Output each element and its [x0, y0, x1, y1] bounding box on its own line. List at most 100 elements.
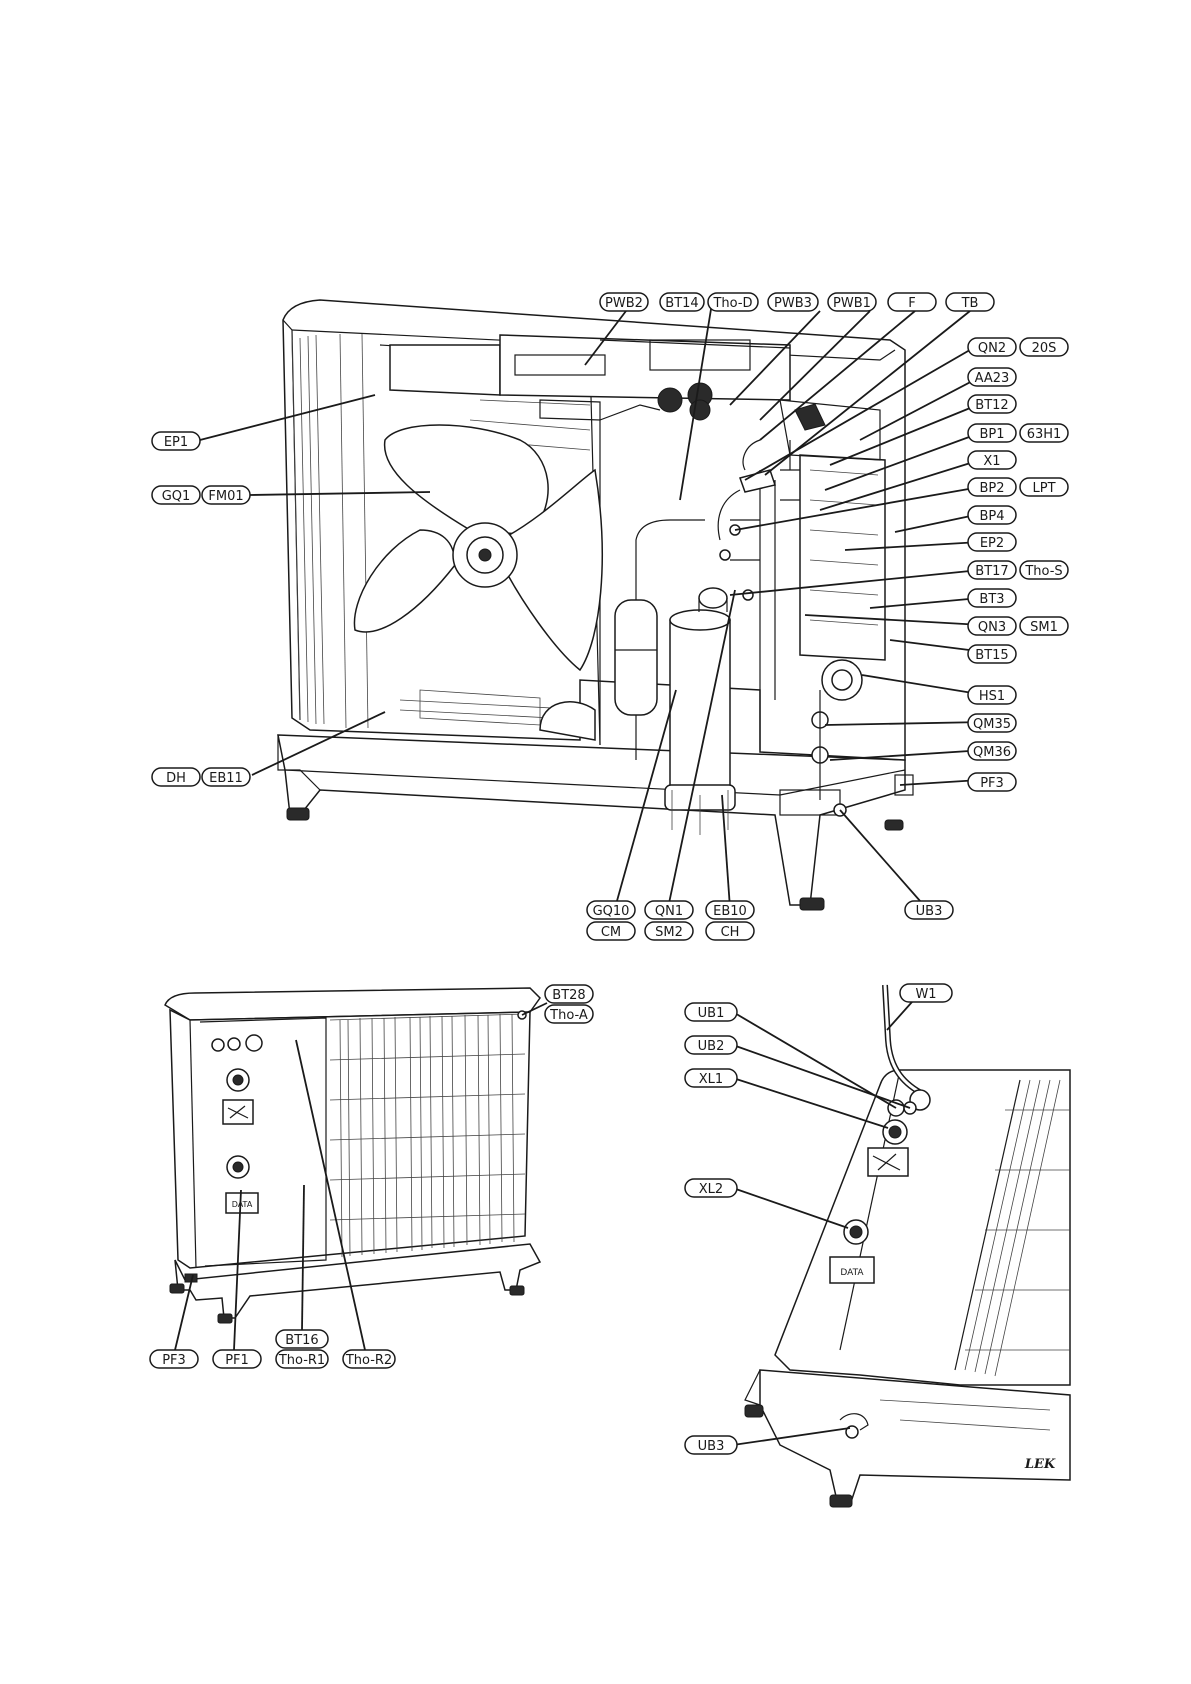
compressor [665, 588, 735, 835]
label-fm01: FM01 [202, 486, 250, 504]
svg-text:BT16: BT16 [285, 1333, 318, 1348]
svg-text:W1: W1 [915, 987, 936, 1002]
label-20s: 20S [1020, 338, 1068, 356]
svg-text:UB3: UB3 [698, 1439, 725, 1454]
svg-text:Tho-A: Tho-A [549, 1008, 588, 1023]
label-sm1: SM1 [1020, 617, 1068, 635]
label-pwb3: PWB3 [768, 293, 818, 311]
svg-text:BT12: BT12 [975, 398, 1008, 413]
label-bt3: BT3 [968, 589, 1016, 607]
svg-text:SM2: SM2 [655, 925, 683, 940]
svg-text:CH: CH [721, 925, 740, 940]
svg-text:QM36: QM36 [973, 745, 1011, 760]
label-pf3: PF3 [968, 773, 1016, 791]
svg-text:BT3: BT3 [979, 592, 1004, 607]
svg-text:BT28: BT28 [552, 988, 585, 1003]
label-gq10: GQ10 [587, 901, 635, 919]
svg-text:PWB1: PWB1 [833, 296, 871, 311]
label-pf1: PF1 [213, 1350, 261, 1368]
label-ep2: EP2 [968, 533, 1016, 551]
svg-text:BP4: BP4 [979, 509, 1004, 524]
svg-text:Tho-D: Tho-D [712, 296, 752, 311]
svg-text:FM01: FM01 [208, 489, 243, 504]
label-pf3-rear: PF3 [150, 1350, 198, 1368]
svg-text:PF3: PF3 [980, 776, 1004, 791]
svg-text:GQ10: GQ10 [593, 904, 630, 919]
label-63h1: 63H1 [1020, 424, 1068, 442]
label-tho-a: Tho-A [545, 1005, 593, 1023]
label-w1: W1 [900, 984, 952, 1002]
svg-text:UB3: UB3 [916, 904, 943, 919]
label-tb: TB [946, 293, 994, 311]
label-qm35: QM35 [968, 714, 1016, 732]
label-dh: DH [152, 768, 200, 786]
svg-text:Tho-S: Tho-S [1024, 564, 1062, 579]
label-ch: CH [706, 922, 754, 940]
svg-text:F: F [908, 296, 915, 311]
svg-text:BT17: BT17 [975, 564, 1008, 579]
label-ub1: UB1 [685, 1003, 737, 1021]
label-eb10: EB10 [706, 901, 754, 919]
svg-text:EB11: EB11 [209, 771, 243, 786]
svg-text:BP2: BP2 [979, 481, 1004, 496]
label-bp2: BP2 [968, 478, 1016, 496]
label-bt17: BT17 [968, 561, 1016, 579]
label-qm36: QM36 [968, 742, 1016, 760]
svg-text:EP2: EP2 [980, 536, 1004, 551]
label-bp4: BP4 [968, 506, 1016, 524]
label-gq1: GQ1 [152, 486, 200, 504]
label-bt14: BT14 [660, 293, 704, 311]
svg-text:QN2: QN2 [978, 341, 1006, 356]
svg-text:QN1: QN1 [655, 904, 683, 919]
label-bt16: BT16 [276, 1330, 328, 1348]
label-bt28: BT28 [545, 985, 593, 1003]
label-pwb1: PWB1 [828, 293, 876, 311]
svg-text:LPT: LPT [1032, 481, 1055, 496]
label-lpt: LPT [1020, 478, 1068, 496]
label-tho-r2: Tho-R2 [343, 1350, 395, 1368]
svg-text:HS1: HS1 [979, 689, 1005, 704]
data-plate-label: DATA [232, 1200, 253, 1209]
unit-rear-illustration: DATA [165, 988, 540, 1323]
label-qn3: QN3 [968, 617, 1016, 635]
label-x1: X1 [968, 451, 1016, 469]
svg-text:BP1: BP1 [979, 427, 1004, 442]
svg-text:BT15: BT15 [975, 648, 1008, 663]
svg-text:DH: DH [166, 771, 186, 786]
svg-text:QN3: QN3 [978, 620, 1006, 635]
label-xl2: XL2 [685, 1179, 737, 1197]
label-qn2: QN2 [968, 338, 1016, 356]
brand-mark: LEK [1024, 1457, 1056, 1472]
label-ub3-detail: UB3 [685, 1436, 737, 1454]
label-ub3: UB3 [905, 901, 953, 919]
label-qn1: QN1 [645, 901, 693, 919]
svg-text:AA23: AA23 [975, 371, 1010, 386]
label-bp1: BP1 [968, 424, 1016, 442]
svg-text:Tho-R2: Tho-R2 [345, 1353, 392, 1368]
label-tho-d: Tho-D [708, 293, 758, 311]
label-aa23: AA23 [968, 368, 1016, 386]
label-ep1: EP1 [152, 432, 200, 450]
label-cm: CM [587, 922, 635, 940]
svg-text:PWB3: PWB3 [774, 296, 812, 311]
svg-text:PF3: PF3 [162, 1353, 186, 1368]
svg-text:EB10: EB10 [713, 904, 747, 919]
label-hs1: HS1 [968, 686, 1016, 704]
svg-text:XL1: XL1 [699, 1072, 723, 1087]
label-sm2: SM2 [645, 922, 693, 940]
label-eb11: EB11 [202, 768, 250, 786]
svg-text:20S: 20S [1032, 341, 1057, 356]
label-pwb2: PWB2 [600, 293, 648, 311]
svg-text:SM1: SM1 [1030, 620, 1058, 635]
label-ub2: UB2 [685, 1036, 737, 1054]
svg-text:PWB2: PWB2 [605, 296, 643, 311]
data-plate-label-detail: DATA [840, 1268, 864, 1278]
svg-text:UB1: UB1 [698, 1006, 725, 1021]
svg-text:XL2: XL2 [699, 1182, 723, 1197]
label-tho-s: Tho-S [1020, 561, 1068, 579]
unit-connection-detail: DATA LEK [745, 985, 1070, 1507]
svg-text:PF1: PF1 [225, 1353, 249, 1368]
svg-text:UB2: UB2 [698, 1039, 725, 1054]
label-xl1: XL1 [685, 1069, 737, 1087]
